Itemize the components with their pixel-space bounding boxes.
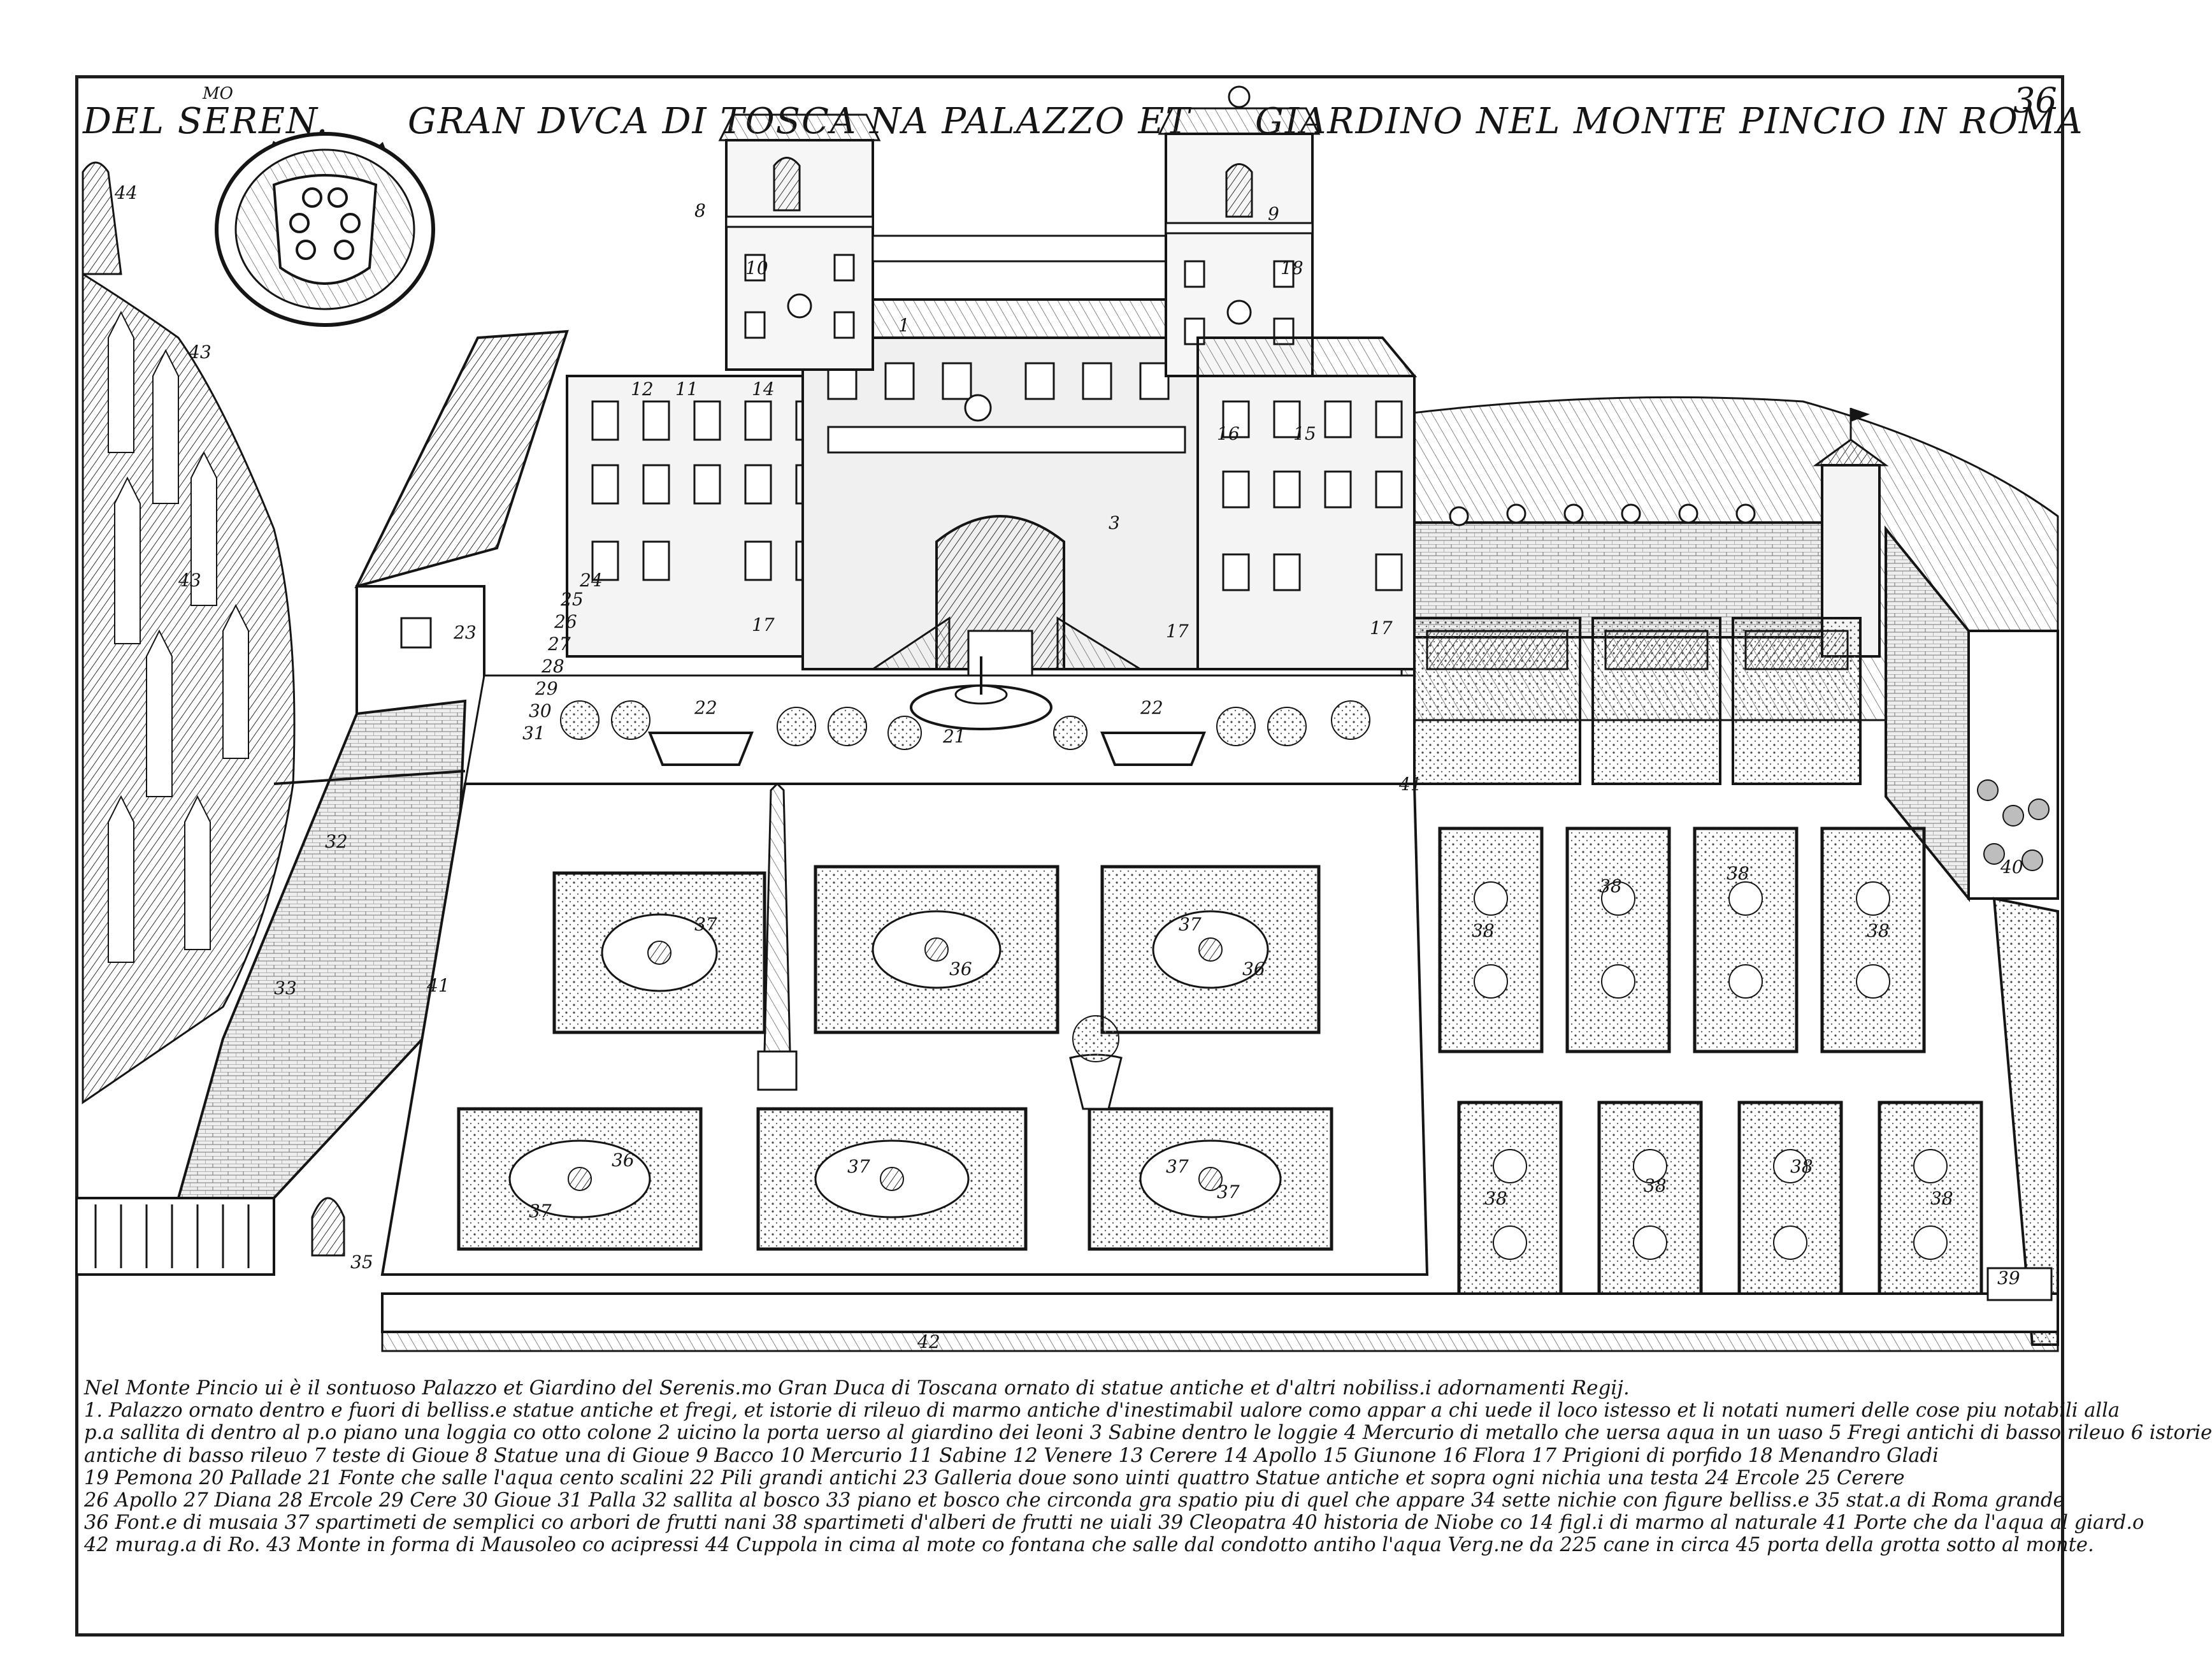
map-label: 38 <box>1790 1156 1813 1177</box>
map-label: 3 <box>1109 512 1120 533</box>
legend-line: p.a sallita di dentro al p.o piano una l… <box>84 1422 2212 1445</box>
map-label: 18 <box>1281 257 1304 278</box>
map-label: 41 <box>1398 774 1422 795</box>
map-label: 17 <box>752 614 775 635</box>
medici-coat-of-arms <box>215 132 435 327</box>
map-label: 30 <box>529 700 552 721</box>
map-label: 38 <box>1727 863 1749 884</box>
fruit-tree-beds <box>1438 827 1983 1308</box>
map-label: 14 <box>752 379 775 400</box>
map-label: 22 <box>694 697 717 718</box>
parterre-row-2 <box>457 1107 1333 1251</box>
cypress-grove <box>82 272 296 1104</box>
palazzo <box>354 85 1889 874</box>
map-label: 21 <box>942 726 966 747</box>
title-superscript: MO <box>203 84 233 103</box>
title-part-c: GIARDINO NEL MONTE PINCIO IN ROMA <box>1255 101 2084 142</box>
niobe-loggia <box>1885 525 2059 902</box>
legend-line: 26 Apollo 27 Diana 28 Ercole 29 Cere 30 … <box>84 1489 2065 1512</box>
legend-line: antiche di basso rileuo 7 teste di Gioue… <box>84 1444 1939 1467</box>
map-label: 29 <box>535 678 558 699</box>
legend-text: Nel Monte Pincio ui è il sontuoso Palazz… <box>75 1373 2212 1637</box>
map-label: 37 <box>1217 1181 1240 1203</box>
legend-line: 19 Pemona 20 Pallade 21 Fonte che salle … <box>84 1466 1905 1489</box>
map-labels: 44 43 43 23 8 9 10 18 11 14 12 15 16 1 3… <box>114 182 2023 1352</box>
map-label: 16 <box>1217 423 1240 444</box>
map-label: 31 <box>522 723 545 744</box>
map-label: 37 <box>529 1201 552 1222</box>
map-label: 23 <box>453 622 477 643</box>
map-label: 43 <box>188 342 212 363</box>
map-label: 17 <box>1166 621 1189 642</box>
map-label: 33 <box>274 978 297 999</box>
legend-line: 36 Font.e di musaia 37 spartimeti de sem… <box>84 1512 2144 1535</box>
map-label: 27 <box>547 633 571 654</box>
map-label: 12 <box>631 379 654 400</box>
map-label: 38 <box>1867 920 1890 941</box>
map-label: 40 <box>2000 856 2023 878</box>
plate-number: 36 <box>2013 80 2057 120</box>
map-label: 36 <box>1242 958 1265 979</box>
statue-of-roma <box>311 1197 345 1257</box>
courtyard-fountain <box>910 656 1052 730</box>
map-label: 1 <box>898 315 910 336</box>
map-label: 38 <box>1644 1175 1667 1196</box>
map-label: 28 <box>541 656 564 677</box>
legend-line: 42 murag.a di Ro. 43 Monte in forma di M… <box>84 1534 2094 1557</box>
map-label: 41 <box>426 975 450 996</box>
map-label: 32 <box>325 831 348 852</box>
map-label: 17 <box>1370 618 1393 639</box>
map-label: 38 <box>1930 1188 1953 1209</box>
map-label: 10 <box>745 257 768 278</box>
cupola-44 <box>82 161 122 275</box>
map-label: 15 <box>1293 423 1316 444</box>
map-label: 11 <box>675 379 698 400</box>
roman-wall <box>381 1267 2059 1352</box>
legend-line: 1. Palazzo ornato dentro e fuori di bell… <box>84 1399 2120 1422</box>
parterre-row-1 <box>552 865 1321 1034</box>
map-label: 38 <box>1472 920 1495 941</box>
map-label: 43 <box>178 570 201 591</box>
upper-right-beds <box>1413 617 1862 785</box>
map-label: 38 <box>1599 876 1622 897</box>
title-part-a: DEL SEREN. <box>83 101 329 142</box>
map-label: 24 <box>579 570 603 591</box>
map-label: 8 <box>694 200 706 221</box>
courtyard-trees <box>560 700 1370 750</box>
map-label: 36 <box>949 958 972 979</box>
map-label: 37 <box>847 1156 870 1177</box>
map-label: 25 <box>560 589 584 610</box>
antique-basins <box>648 732 1206 766</box>
map-label: 35 <box>350 1252 373 1273</box>
map-label: 37 <box>1179 914 1202 935</box>
left-terrace <box>75 699 467 1276</box>
map-label: 42 <box>917 1331 940 1352</box>
map-label: 22 <box>1140 697 1163 718</box>
map-label: 37 <box>694 914 717 935</box>
plate-border <box>75 75 2064 1637</box>
map-label: 37 <box>1166 1156 1189 1177</box>
legend-line: Nel Monte Pincio ui è il sontuoso Palazz… <box>84 1377 1630 1399</box>
engraving-plate: DEL SEREN. MO GRAN DVCA DI TOSCA NA PALA… <box>75 75 2212 1637</box>
map-label: 38 <box>1484 1188 1507 1209</box>
map-label: 44 <box>114 182 138 203</box>
map-label: 9 <box>1268 203 1279 224</box>
map-label: 39 <box>1997 1268 2020 1289</box>
map-label: 36 <box>612 1150 635 1171</box>
map-label: 26 <box>554 611 577 632</box>
garden-engraving: 44 43 43 23 8 9 10 18 11 14 12 15 16 1 3… <box>75 85 2059 1352</box>
